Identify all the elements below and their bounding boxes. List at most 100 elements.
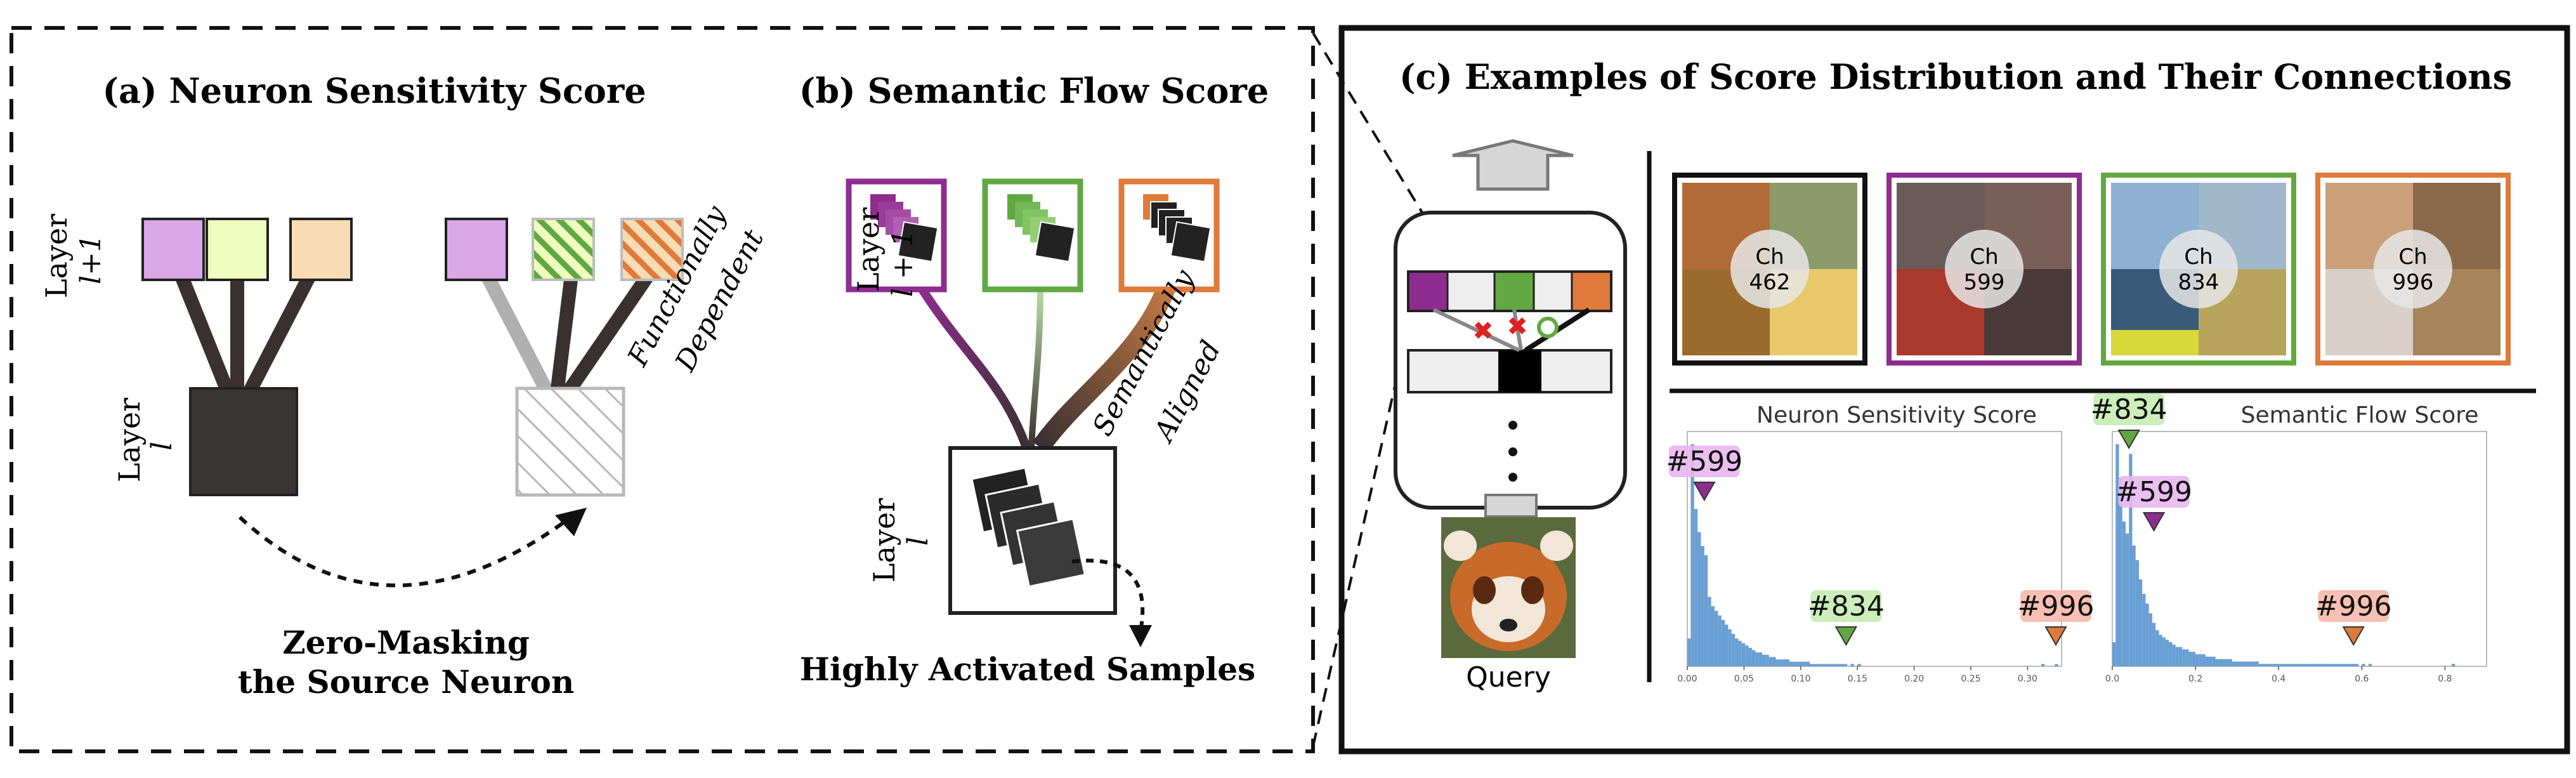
query-image (1441, 517, 1576, 658)
histogram-bar (2451, 664, 2455, 666)
histogram-bar (1796, 661, 1800, 666)
panel-c-title: (c) Examples of Score Distribution and T… (1399, 56, 2512, 97)
histogram-bar (2328, 664, 2332, 666)
histogram-bar (2162, 637, 2166, 666)
histogram-bar (2362, 664, 2365, 666)
histogram-bar (1758, 652, 1762, 666)
histogram-tick-label: 0.20 (1904, 674, 1924, 684)
histogram-bar (1823, 664, 1827, 666)
histogram-bar (2255, 661, 2259, 666)
neuron-b-green (982, 178, 1083, 293)
histogram-bar (1735, 638, 1739, 666)
histogram-bar (2235, 661, 2239, 666)
histogram-bar (1850, 664, 1854, 666)
histogram-bar (2262, 664, 2266, 666)
histogram-marker-triangle (1834, 626, 1858, 647)
keep-mark (1537, 317, 1559, 338)
histogram-bar (1775, 659, 1779, 666)
histogram-bar (2041, 664, 2045, 666)
histogram-bar (2215, 659, 2219, 666)
layer-a-upper-label: Layer (39, 214, 74, 298)
histogram-bar (2318, 664, 2322, 666)
histogram-bar (2199, 654, 2202, 666)
histogram-bar (1701, 546, 1704, 666)
neuron-b-lower (948, 446, 1117, 615)
histogram-bar (1843, 664, 1848, 666)
histogram-bar (2175, 647, 2179, 666)
histogram-tick-label: 0.6 (2355, 674, 2369, 684)
histogram-marker-badge (2093, 393, 2165, 425)
histogram-bar (1830, 664, 1834, 666)
histogram-bar (2325, 664, 2329, 666)
histogram-bar (1731, 633, 1736, 666)
channel-996: Ch 996 (2315, 173, 2511, 366)
histogram-bar (2185, 649, 2189, 666)
panel-ab-dashed-frame (10, 26, 1315, 753)
layer-a-lower-index: l (146, 442, 178, 451)
cut-mark-2: ✖ (1507, 312, 1528, 341)
histogram-bar (2275, 664, 2279, 666)
histogram-marker-badge (1668, 445, 1740, 477)
histogram-marker-badge (2118, 476, 2190, 508)
histogram-marker-triangle (2117, 430, 2140, 450)
histogram-title: Semantic Flow Score (2241, 402, 2479, 428)
histogram-tick-label: 0.10 (1791, 674, 1810, 684)
histogram-bar (1728, 629, 1732, 666)
histogram-marker-triangle (2342, 626, 2365, 647)
layer-a-lower-label: Layer (112, 398, 147, 482)
histogram-bar (2192, 652, 2196, 666)
histogram-bar (2239, 661, 2242, 666)
histogram-bar (2355, 664, 2359, 666)
histogram-bar (1813, 664, 1817, 666)
histogram-bar (1772, 657, 1776, 666)
histogram-bar (2212, 656, 2216, 666)
channel-462: Ch 462 (1672, 173, 1867, 366)
histogram-tick-label: 0.0 (2105, 674, 2119, 684)
histogram-bar (1806, 661, 1810, 666)
channel-834: Ch 834 (2101, 173, 2296, 366)
histogram-bar (1741, 643, 1746, 666)
histogram-bar (1803, 661, 1807, 666)
zero-mask-arrowhead (555, 508, 587, 536)
histogram-bar (2295, 664, 2299, 666)
histogram-bar (2285, 664, 2289, 666)
histogram-marker-triangle (2142, 512, 2166, 532)
histogram-bar (2315, 664, 2319, 666)
histogram-marker-label: #996 (2018, 590, 2095, 623)
histogram-bar (2209, 656, 2213, 666)
channel-599-prefix: Ch (1970, 244, 1998, 270)
histogram-marker-label: #834 (1808, 590, 1885, 623)
panel-c-frame (1338, 25, 2570, 755)
histogram-bar (2115, 444, 2119, 666)
histogram-bar (2119, 478, 2122, 666)
query-label: Query (1466, 661, 1551, 694)
histogram-bar (2165, 640, 2169, 666)
channel-462-id: 462 (1749, 270, 1791, 295)
histogram-bar (2332, 664, 2336, 666)
histogram-bar (2301, 664, 2306, 666)
histogram-bar (2155, 630, 2159, 666)
histogram-bar (1694, 509, 1698, 666)
histogram-bar (2055, 664, 2058, 666)
layer-a-upper-index: l+1 (75, 234, 107, 284)
histogram-tick-label: 0.4 (2272, 674, 2285, 684)
histogram-bar (2148, 613, 2152, 666)
histogram-marker-label: #599 (2115, 476, 2192, 508)
histogram-bar (2311, 664, 2315, 666)
layer-b-upper-index: l + 1 (887, 229, 919, 297)
histogram-bar (1816, 664, 1821, 666)
histogram-bar (1786, 659, 1789, 666)
histogram-bar (2348, 664, 2352, 666)
histogram-bar (2282, 664, 2285, 666)
histogram-bar (1857, 664, 1861, 666)
histogram-bar (2272, 664, 2275, 666)
histogram-bar (1714, 610, 1718, 666)
neuron-a-lower-source (189, 387, 298, 496)
histogram-bar (2152, 623, 2156, 666)
panel-b-title: (b) Semantic Flow Score (799, 70, 1269, 111)
caption-b: Highly Activated Samples (800, 650, 1255, 688)
histogram-frame (2112, 431, 2487, 667)
histogram-bar (1840, 664, 1844, 666)
histogram-bar (1833, 664, 1837, 666)
